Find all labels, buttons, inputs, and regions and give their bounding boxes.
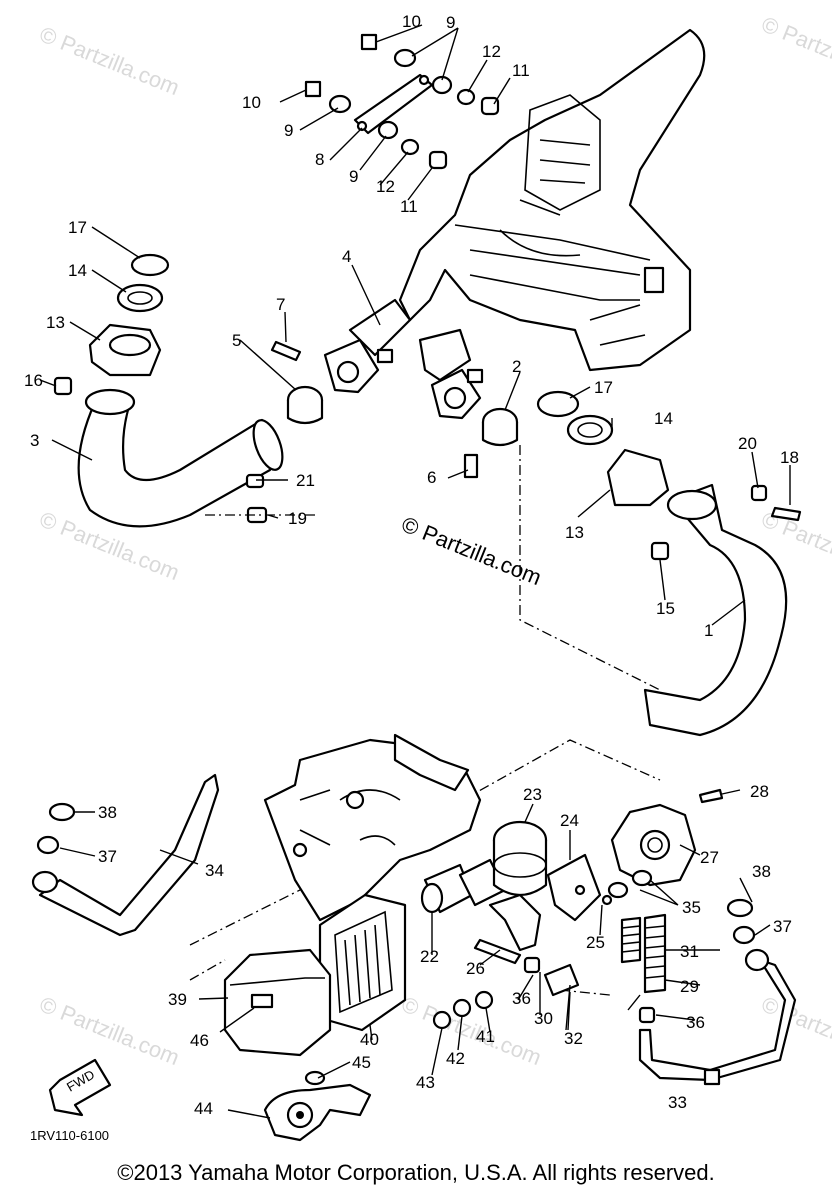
callout-32: 32	[564, 1029, 583, 1048]
callout-11: 11	[400, 197, 418, 216]
callout-15: 15	[656, 599, 675, 618]
callout-42: 42	[446, 1049, 465, 1068]
callout-26: 26	[466, 959, 485, 978]
callout-38: 38	[752, 862, 771, 881]
crankcase	[263, 733, 482, 922]
callout-37: 37	[98, 847, 117, 866]
callout-44: 44	[194, 1099, 213, 1118]
lower-hoses	[473, 869, 667, 1024]
callout-11: 11	[512, 61, 530, 80]
valve-cover	[610, 788, 724, 887]
callout-33: 33	[668, 1093, 687, 1112]
callout-13: 13	[46, 313, 65, 332]
callout-46: 46	[190, 1031, 209, 1050]
callout-9: 9	[284, 121, 293, 140]
callout-31: 31	[680, 942, 699, 961]
callout-27: 27	[700, 848, 719, 867]
callout-16: 16	[24, 371, 43, 390]
callout-21: 21	[296, 471, 315, 490]
callout-13: 13	[565, 523, 584, 542]
air-pipe-right	[638, 898, 797, 1086]
cap-parts-right	[536, 390, 802, 561]
watermark: © Partzilla.com	[36, 991, 183, 1070]
air-cleaner-box	[348, 28, 706, 382]
callout-7: 7	[276, 295, 285, 314]
intake-hose-right	[643, 483, 788, 737]
callout-2: 2	[512, 357, 521, 376]
callout-28: 28	[750, 782, 769, 801]
intake-hose-left	[77, 388, 284, 528]
callout-39: 39	[168, 990, 187, 1009]
callout-43: 43	[416, 1073, 435, 1092]
callout-10: 10	[402, 12, 421, 31]
air-filter-case	[223, 948, 332, 1057]
callout-30: 30	[534, 1009, 553, 1028]
callout-41: 41	[476, 1027, 495, 1046]
callout-14: 14	[68, 261, 87, 280]
drain-hose	[263, 1070, 372, 1142]
callout-5: 5	[232, 331, 241, 350]
callout-45: 45	[352, 1053, 371, 1072]
callout-37: 37	[773, 917, 792, 936]
callout-10: 10	[242, 93, 261, 112]
joint-clamp-left	[323, 338, 394, 394]
copyright-footer: ©2013 Yamaha Motor Corporation, U.S.A. A…	[117, 1160, 715, 1185]
leader-lines	[39, 24, 791, 1119]
callout-40: 40	[360, 1030, 379, 1049]
callout-24: 24	[560, 811, 579, 830]
callout-1: 1	[704, 621, 713, 640]
callout-20: 20	[738, 434, 757, 453]
callout-19: 19	[288, 509, 307, 528]
callout-8: 8	[315, 150, 324, 169]
washers	[432, 894, 613, 1030]
callout-36: 36	[512, 989, 531, 1008]
watermark: © Partzilla.com	[758, 11, 832, 90]
cap-parts-left	[53, 253, 170, 396]
air-filter-element	[318, 893, 407, 1032]
callout-12: 12	[482, 42, 501, 61]
callout-25: 25	[586, 933, 605, 952]
joint-clamp-right	[430, 368, 484, 420]
callout-14: 14	[654, 409, 673, 428]
diagram-code: 1RV110-6100	[30, 1128, 109, 1143]
callout-22: 22	[420, 947, 439, 966]
callout-34: 34	[205, 861, 224, 880]
forward-arrow-icon: FWD	[48, 1058, 112, 1117]
callout-17: 17	[594, 378, 613, 397]
air-pipe-left	[31, 773, 220, 937]
callout-6: 6	[427, 468, 436, 487]
callout-18: 18	[780, 448, 799, 467]
callout-9: 9	[349, 167, 358, 186]
reed-valve-assembly	[420, 820, 548, 914]
upper-small-parts	[304, 33, 500, 170]
callout-35: 35	[682, 898, 701, 917]
callout-36: 36	[686, 1013, 705, 1032]
callout-3: 3	[30, 431, 39, 450]
callout-4: 4	[342, 247, 351, 266]
callout-23: 23	[523, 785, 542, 804]
callout-17: 17	[68, 218, 87, 237]
callout-29: 29	[680, 977, 699, 996]
callout-9: 9	[446, 13, 455, 32]
center-watermark: © Partzilla.com	[398, 511, 545, 590]
callout-12: 12	[376, 177, 395, 196]
watermark: © Partzilla.com	[36, 21, 183, 100]
valve-bracket	[546, 853, 602, 922]
callout-38: 38	[98, 803, 117, 822]
